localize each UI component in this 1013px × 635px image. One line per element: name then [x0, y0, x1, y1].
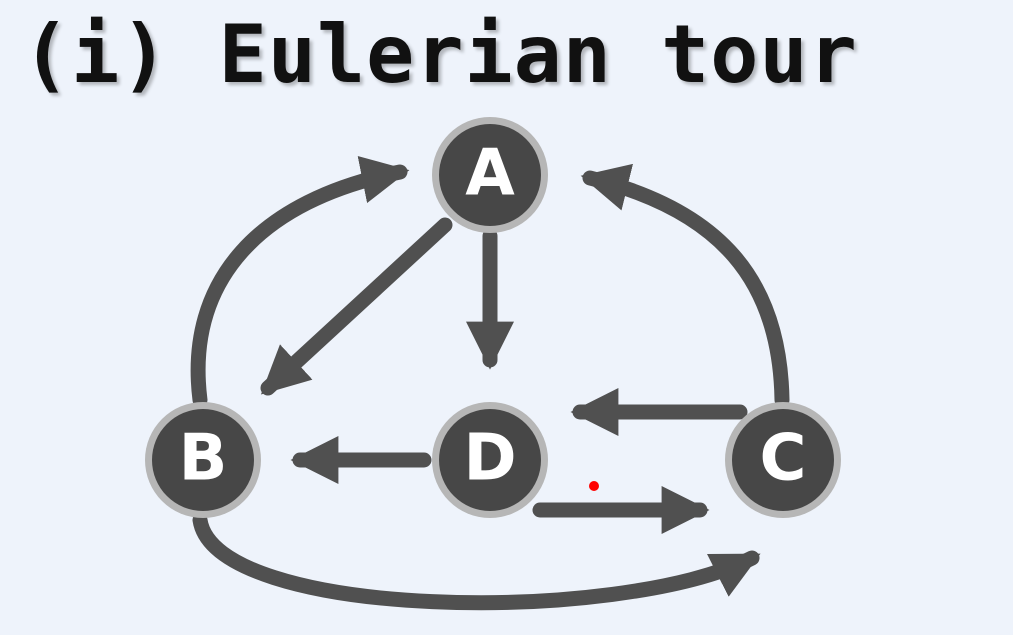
node-b-circle: [152, 409, 254, 511]
edge-b-to-c: [192, 512, 761, 611]
marker-dot: [589, 481, 599, 491]
edge-c-to-a: [580, 163, 790, 408]
node-a-circle: [439, 124, 541, 226]
node-c-label: C: [760, 422, 807, 496]
node-c: C: [725, 402, 841, 518]
edges-layer: [190, 156, 790, 611]
node-c-circle: [732, 409, 834, 511]
node-b: B: [145, 402, 261, 518]
nodes-layer: A B C D: [145, 117, 841, 518]
edge-a-to-b: [260, 217, 453, 396]
node-a-label: A: [465, 137, 515, 211]
edge-b-to-a: [190, 156, 410, 408]
node-d-label: D: [463, 422, 516, 496]
node-d: D: [432, 402, 548, 518]
node-d-circle: [439, 409, 541, 511]
diagram-title: (i) Eulerian tour: [22, 8, 858, 101]
node-b-label: B: [179, 422, 228, 496]
node-a: A: [432, 117, 548, 233]
